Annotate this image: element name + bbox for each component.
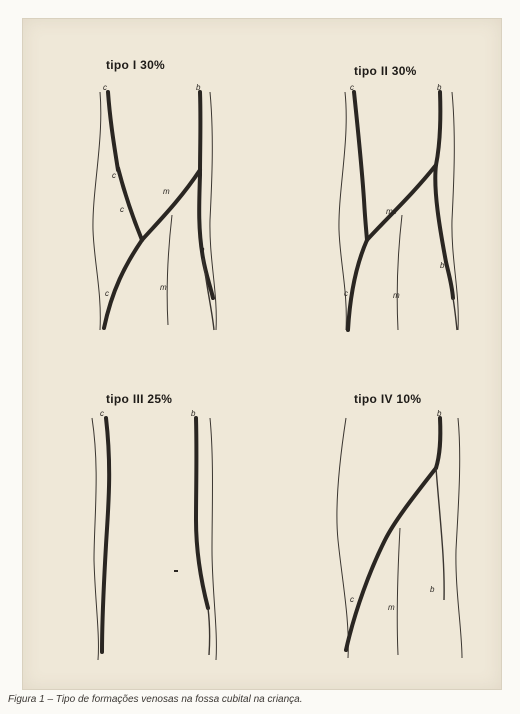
arm-outline-left [337, 418, 348, 658]
panel-tipo-1: c b c c m b c m [93, 83, 216, 330]
basilic-vein-thin [436, 468, 444, 600]
median-vein [167, 215, 172, 325]
median-cubital-vein [142, 170, 200, 240]
basilic-vein-upper [436, 418, 440, 468]
panel-title-tipo-1: tipo I 30% [106, 58, 165, 72]
panel-tipo-2: c b mc b c m [339, 83, 458, 330]
arm-outline-right [456, 418, 462, 658]
basilic-vein-thin [453, 298, 457, 330]
vein-label: c [105, 289, 109, 298]
arm-outline-left [92, 418, 98, 660]
vein-label: b [200, 245, 205, 254]
arm-outline-left [93, 92, 101, 330]
cephalic-vein [354, 92, 367, 240]
median-vein [397, 215, 402, 330]
figure-caption: Figura 1 – Tipo de formações venosas na … [8, 694, 303, 705]
panel-tipo-3: c b [92, 409, 216, 660]
cephalic-branch [118, 168, 142, 240]
cephalic-vein-lower [348, 240, 367, 330]
panel-tipo-4: b c m b [337, 409, 462, 658]
arm-outline-right [210, 418, 216, 660]
panel-title-tipo-2: tipo II 30% [354, 64, 417, 78]
panel-title-tipo-4: tipo IV 10% [354, 392, 421, 406]
vein-label: b [440, 261, 445, 270]
vein-label: c [350, 83, 354, 92]
vein-label: b [437, 409, 442, 418]
median-cubital-vein [346, 468, 436, 650]
vein-label: m [393, 291, 400, 300]
basilic-vein-thin [208, 608, 210, 655]
cephalic-vein-upper [108, 92, 118, 170]
panel-title-tipo-3: tipo III 25% [106, 392, 172, 406]
vein-label: c [103, 83, 107, 92]
vein-label: b [430, 585, 435, 594]
cephalic-vein [102, 418, 109, 652]
vein-label: c [100, 409, 104, 418]
vein-label: b [196, 83, 201, 92]
vein-label: b [437, 83, 442, 92]
mark [174, 570, 178, 572]
vein-label: c [120, 205, 124, 214]
vein-label: c [350, 595, 354, 604]
vein-label: b [191, 409, 196, 418]
vein-label: m [160, 283, 167, 292]
basilic-vein [196, 418, 208, 608]
median-vein [397, 528, 400, 655]
vein-label: mc [386, 207, 397, 216]
median-cubital-vein [367, 165, 436, 240]
vein-label: m [388, 603, 395, 612]
cephalic-vein-lower [104, 240, 142, 328]
vein-label: c [344, 289, 348, 298]
vein-label: m [163, 187, 170, 196]
vein-label: c [112, 171, 116, 180]
